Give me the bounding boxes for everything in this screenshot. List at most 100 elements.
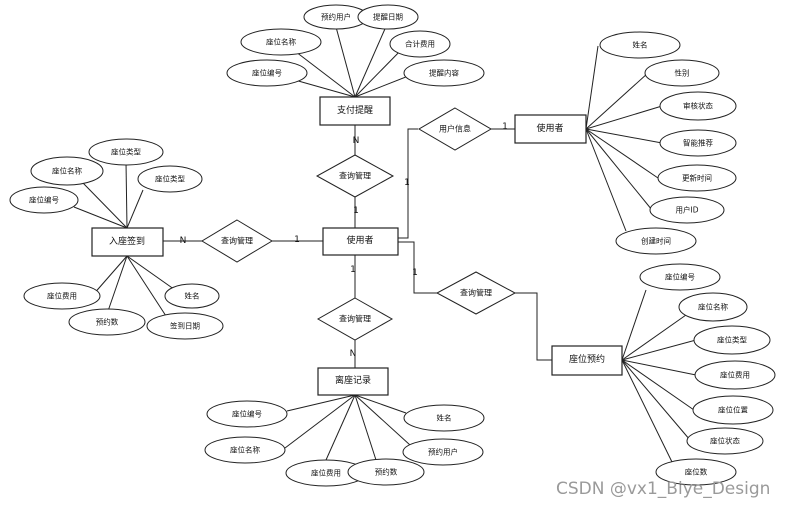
attr-checkin-seat-type-b: 座位类型: [137, 165, 203, 193]
attr-label: 座位费用: [720, 370, 750, 380]
attr-payment-remind-date: 提醒日期: [357, 4, 419, 30]
attr-reserve-seat-status: 座位状态: [686, 427, 764, 455]
attr-user-review-status: 审核状态: [659, 91, 737, 121]
attr-checkin-name: 姓名: [164, 283, 220, 309]
attr-label: 智能推荐: [683, 138, 713, 148]
attr-label: 预约用户: [321, 12, 351, 22]
attr-checkin-seat-fee: 座位费用: [23, 282, 101, 310]
entity-user-right: 使用者: [514, 114, 587, 144]
entity-payment-label: 支付提醒: [337, 104, 373, 116]
attr-label: 审核状态: [683, 101, 713, 111]
relationship-lines: [163, 125, 552, 368]
cardinality-center-userinfo: 1: [404, 178, 410, 188]
entity-seat-record: 离座记录: [317, 367, 389, 396]
cardinality-checkin-left: N: [180, 236, 187, 246]
attr-label: 座位费用: [311, 468, 341, 478]
attr-label: 座位位置: [718, 405, 748, 415]
attr-record-seat-number: 座位编号: [206, 400, 288, 428]
attr-user-create-time: 创建时间: [615, 227, 697, 255]
attr-payment-seat-name: 座位名称: [240, 28, 322, 56]
attr-reserve-seat-position: 座位位置: [692, 395, 774, 425]
attr-label: 座位类型: [717, 335, 747, 345]
attr-user-update-time: 更新时间: [657, 164, 737, 192]
attr-reserve-seat-count: 座位数: [655, 458, 737, 486]
attr-user-smart-recommend: 智能推荐: [659, 129, 737, 157]
attr-label: 提醒内容: [429, 68, 459, 78]
attr-reserve-seat-name: 座位名称: [678, 292, 748, 322]
attr-label: 座位费用: [47, 291, 77, 301]
attr-label: 预约数: [375, 467, 398, 477]
attr-checkin-seat-name: 座位名称: [30, 156, 104, 186]
relationship-left: 查询管理: [201, 219, 273, 263]
attr-label: 座位类型: [155, 174, 185, 184]
relationship-right: 查询管理: [435, 271, 517, 315]
attr-user-gender: 性别: [644, 59, 720, 87]
attr-reserve-seat-number: 座位编号: [639, 263, 721, 291]
attr-record-reserve-count: 预约数: [347, 458, 425, 486]
attr-label: 座位名称: [698, 302, 728, 312]
entity-seat-reserve: 座位预约: [551, 345, 623, 376]
relationship-right-label: 查询管理: [460, 288, 492, 298]
attr-label: 创建时间: [641, 236, 671, 246]
attr-reserve-seat-fee: 座位费用: [694, 360, 776, 390]
relationship-bottom: 查询管理: [316, 297, 394, 341]
cardinality-center-left: 1: [294, 235, 300, 245]
attr-record-seat-fee: 座位费用: [285, 459, 367, 487]
relationship-top-label: 查询管理: [339, 171, 371, 181]
attr-label: 用户ID: [676, 205, 699, 215]
attr-label: 姓名: [633, 40, 648, 50]
attr-label: 更新时间: [682, 173, 712, 183]
cardinality-payment-top: N: [353, 136, 360, 146]
cardinality-center-top: 1: [353, 206, 359, 216]
relationship-top: 查询管理: [315, 154, 395, 198]
attr-label: 座位类型: [111, 147, 141, 157]
attr-label: 座位数: [685, 467, 708, 477]
attr-label: 座位名称: [52, 166, 82, 176]
attr-label: 座位编号: [665, 272, 695, 282]
attr-checkin-seat-type-a: 座位类型: [88, 138, 164, 166]
attr-record-reserve-user: 预约用户: [402, 438, 484, 466]
attr-payment-seat-number: 座位编号: [226, 59, 308, 87]
cardinality-labels: N 1 N 1 1 N 1 1 1: [180, 122, 508, 359]
entity-user-right-label: 使用者: [536, 122, 563, 134]
attr-record-name: 姓名: [403, 404, 485, 432]
attr-payment-reserve-user: 预约用户: [303, 4, 369, 30]
attr-record-seat-name: 座位名称: [204, 436, 286, 464]
attr-user-name: 姓名: [599, 31, 681, 59]
attr-payment-total-fee: 合计费用: [389, 30, 451, 58]
attr-label: 签到日期: [170, 321, 200, 331]
relationship-left-label: 查询管理: [221, 236, 253, 246]
entity-user-center-label: 使用者: [346, 234, 373, 246]
attr-label: 预约数: [96, 317, 119, 327]
attr-label: 座位名称: [266, 37, 296, 47]
relationship-user-info-label: 用户信息: [439, 124, 471, 134]
attr-label: 座位编号: [29, 195, 59, 205]
attr-payment-remind-content: 提醒内容: [403, 59, 485, 87]
attr-label: 姓名: [185, 291, 200, 301]
attr-label: 座位编号: [252, 68, 282, 78]
attr-label: 座位编号: [232, 409, 262, 419]
relationship-bottom-label: 查询管理: [339, 314, 371, 324]
attr-label: 合计费用: [405, 39, 435, 49]
attr-label: 提醒日期: [373, 12, 403, 22]
entity-seat-record-label: 离座记录: [335, 374, 371, 386]
entity-seat-reserve-label: 座位预约: [569, 353, 605, 365]
attr-checkin-reserve-count: 预约数: [68, 308, 146, 336]
cardinality-record-bottom: N: [350, 349, 357, 359]
entity-user-center: 使用者: [322, 227, 399, 256]
attr-checkin-seat-number: 座位编号: [9, 186, 79, 214]
entity-payment: 支付提醒: [319, 96, 391, 126]
cardinality-user-userinfo: 1: [502, 122, 508, 132]
relationship-user-info: 用户信息: [418, 107, 492, 151]
attr-reserve-seat-type: 座位类型: [693, 325, 771, 355]
attr-label: 座位状态: [710, 436, 740, 446]
cardinality-center-bottom: 1: [350, 265, 356, 275]
watermark-text: CSDN @vx1_Biye_Design: [556, 479, 770, 499]
attr-label: 座位名称: [230, 445, 260, 455]
attr-label: 姓名: [437, 413, 452, 423]
attr-user-id: 用户ID: [649, 196, 725, 224]
cardinality-center-right: 1: [412, 268, 418, 278]
attribute-lines: [73, 21, 697, 463]
entity-checkin: 入座签到: [91, 227, 164, 257]
